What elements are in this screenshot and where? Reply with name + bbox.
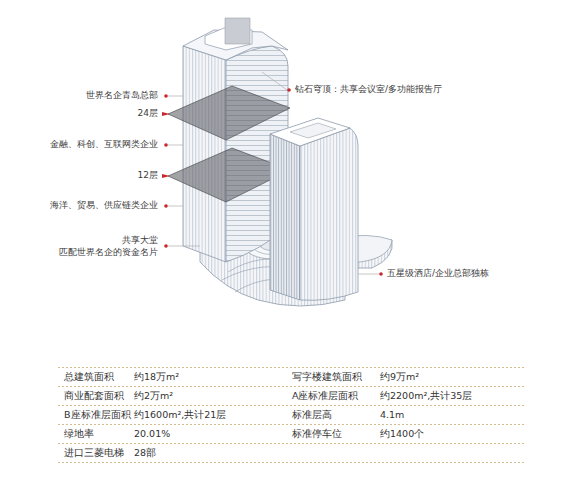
- table-cell: 约18万m²: [134, 371, 179, 383]
- table-cell: 约2200m²,共计35层: [380, 390, 472, 402]
- table-rule: [58, 462, 524, 463]
- table-cell: 标准停车位: [292, 428, 342, 440]
- table-rule: [58, 424, 524, 425]
- callout-label: 24层: [138, 108, 158, 120]
- callout-label: 金融、科创、互联网类企业: [50, 139, 158, 151]
- callout-label: 钻石穹顶：共享会议室/多功能报告厅: [295, 84, 442, 96]
- table-rule: [58, 386, 524, 387]
- table-cell: 进口三菱电梯: [64, 447, 124, 459]
- table-cell: 标准层高: [292, 409, 332, 421]
- table-rule: [58, 443, 524, 444]
- table-cell: 约9万m²: [380, 371, 419, 383]
- table-cell: 约1600m²,共计21层: [134, 409, 226, 421]
- table-cell: 约2万m²: [134, 390, 173, 402]
- callout-label: 共享大堂 匹配世界名企的资金名片: [46, 235, 158, 258]
- callout-label: 世界名企青岛总部: [86, 90, 158, 102]
- table-rules: [58, 368, 524, 463]
- table-cell: B座标准层面积: [64, 409, 131, 421]
- table-cell: 商业配套面积: [64, 390, 124, 402]
- table-cell: A座标准层面积: [292, 390, 359, 402]
- tower-b: [270, 118, 358, 300]
- table-cell: 总建筑面积: [64, 371, 114, 383]
- callout-label: 五星级酒店/企业总部独栋: [387, 268, 489, 280]
- table-cell: 绿地率: [64, 428, 94, 440]
- table-rule: [58, 405, 524, 406]
- tower-a: [160, 18, 288, 262]
- callout-label: 12层: [138, 170, 158, 182]
- table-rule: [58, 367, 524, 368]
- leader-dots: [162, 88, 383, 276]
- callout-label: 海洋、贸易、供应链类企业: [50, 200, 158, 212]
- table-cell: 20.01%: [134, 428, 170, 440]
- table-cell: 约1400个: [380, 428, 424, 440]
- leader-lines: [168, 72, 379, 274]
- table-cell: 写字楼建筑面积: [292, 371, 362, 383]
- table-cell: 4.1m: [380, 409, 404, 421]
- table-cell: 28部: [134, 447, 156, 459]
